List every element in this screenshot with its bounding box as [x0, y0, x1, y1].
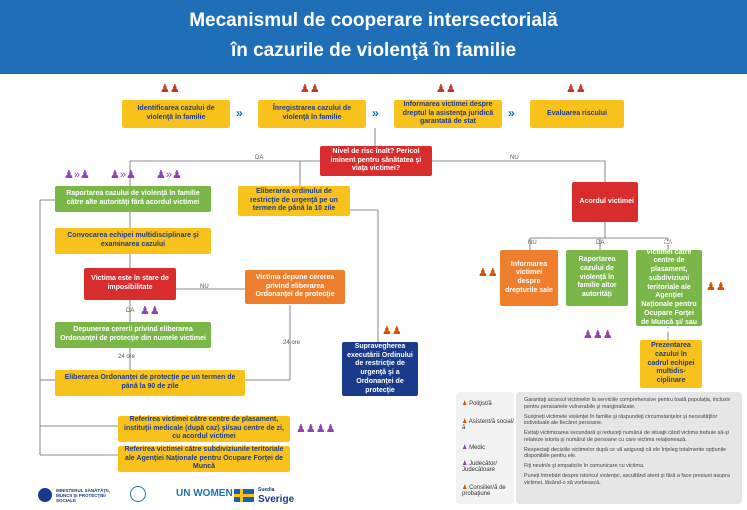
legend-item: ♟ Judecător/ Judecătoare — [462, 460, 514, 473]
box-raportarea: Raportarea cazului de violenţă în famili… — [566, 250, 628, 306]
title-line1: Mecanismul de cooperare intersectorială — [189, 10, 558, 31]
sweden-flag-icon — [234, 489, 254, 502]
label-da2: DA — [126, 308, 135, 314]
label-da: DA — [255, 155, 264, 161]
step-informare: Informarea victimei despre dreptul la as… — [394, 100, 502, 128]
people-icon: ♟♟ — [566, 83, 586, 95]
un-emblem-icon — [130, 486, 146, 502]
legend-label: Asistent/ă social/ă — [462, 419, 514, 431]
notes-panel: Garantaţi accesul victimelor la servicii… — [516, 392, 742, 504]
people-icon: ♟»♟ — [110, 169, 136, 181]
person-icon: ♟ — [462, 485, 468, 491]
people-icon: ♟♟ — [160, 83, 180, 95]
legend-item: ♟ Poliţist/ă — [462, 400, 492, 407]
box-raportare: Raportarea cazului de violenţă în famili… — [55, 186, 211, 212]
note-item: Garantaţi accesul victimelor la servicii… — [524, 397, 731, 410]
note-item: Evitaţi victimizarea secundară şi reduce… — [524, 430, 729, 443]
people-icon: ♟»♟ — [64, 169, 90, 181]
legend-label: Poliţist/ă — [469, 401, 492, 407]
people-icon: ♟♟ — [382, 325, 402, 337]
step-inregistrare: Înregistrarea cazului de violenţă în fam… — [258, 100, 366, 128]
people-icon: ♟♟ — [706, 281, 726, 293]
chevron-icon: » — [236, 106, 243, 120]
note-item: Respectaţi deciziile victimelor după ce … — [524, 446, 726, 460]
person-icon: ♟ — [462, 461, 468, 467]
person-icon: ♟ — [462, 401, 468, 407]
box-acordul: Acordul victimei — [572, 182, 638, 222]
label-da3: DA — [596, 240, 605, 246]
box-referire2: Referirea victimei către subdiviziunile … — [118, 446, 290, 472]
label-nu: NU — [510, 155, 519, 161]
unwomen-logo: UN WOMEN — [176, 488, 233, 499]
label-nu3: NU — [528, 240, 537, 246]
legend-item: ♟ Consilier/ă de probaţiune — [462, 484, 514, 497]
box-referirea: Referirea victimei către centre de plasa… — [636, 240, 702, 334]
person-icon: ♟ — [462, 419, 468, 425]
decision-risk: Nivel de risc înalt? Pericol iminent pen… — [320, 146, 432, 176]
box-prezentarea: Prezentarea cazului în cadrul echipei mu… — [640, 340, 702, 388]
legend-label: Judecător/ Judecătoare — [462, 461, 498, 473]
ministry-logo-text: MINISTERUL SĂNĂTĂŢII, MUNCII ŞI PROTECŢI… — [56, 488, 110, 503]
ministry-logo-icon — [38, 488, 52, 502]
legend-item: ♟ Asistent/ă social/ă — [462, 418, 514, 431]
people-icon: ♟♟ — [140, 305, 160, 317]
label-da4: DA — [664, 240, 673, 246]
box-victima-depune: Victima depune cererea privind eliberare… — [245, 270, 345, 304]
step-evaluare: Evaluarea riscului — [530, 100, 624, 128]
note-item: Susţineţi victimele violenţei în familie… — [524, 413, 718, 427]
label-nu2: NU — [200, 284, 209, 290]
box-convocare: Convocarea echipei multidisciplinare şi … — [55, 228, 211, 254]
title-line2: în cazurile de violenţă în familie — [230, 40, 517, 61]
box-informarea: Informarea victimei despre drepturile sa… — [500, 250, 558, 306]
people-icon: ♟♟ — [436, 83, 456, 95]
step-identificare: Identificarea cazului de violenţă în fam… — [122, 100, 230, 128]
box-depunerea: Depunerea cererii privind eliberarea Ord… — [55, 322, 211, 348]
legend-item: ♟ Medic — [462, 444, 485, 451]
person-icon: ♟ — [462, 445, 468, 451]
people-icon: ♟♟♟♟ — [296, 423, 336, 435]
chevron-icon: » — [372, 106, 379, 120]
chevron-icon: » — [508, 106, 515, 120]
label-24h-b: 24 ore — [283, 340, 301, 346]
sweden-small-label: Suedia — [258, 487, 275, 493]
box-eliberare-urgenta: Eliberarea ordinului de restricţie de ur… — [238, 186, 350, 216]
people-icon: ♟»♟ — [156, 169, 182, 181]
box-supraveghere: Supravegherea executării Ordinului de re… — [342, 342, 418, 396]
label-24h: 24 ore — [118, 354, 136, 360]
box-victima-imposibilitate: Victima este în stare de imposibilitate — [84, 268, 176, 300]
legend: ♟ Poliţist/ă ♟ Asistent/ă social/ă ♟ Med… — [456, 392, 514, 504]
people-icon: ♟♟ — [300, 83, 320, 95]
people-icon: ♟♟♟ — [583, 329, 613, 341]
sweden-label: Sverige — [258, 494, 295, 505]
page-header: Mecanismul de cooperare intersectorială … — [0, 0, 747, 74]
box-eliberarea-90: Eliberarea Ordonanţei de protecţie pe un… — [55, 370, 245, 396]
note-item: Puneţi întrebări despre istoricul violen… — [524, 472, 730, 486]
legend-label: Medic — [469, 445, 486, 451]
box-referire1: Referirea victimei către centre de plasa… — [118, 416, 290, 442]
note-item: Fiţi neutri/e şi empatici/e în comunicar… — [524, 463, 645, 469]
legend-label: Consilier/ă de probaţiune — [462, 485, 506, 497]
people-icon: ♟♟ — [478, 267, 498, 279]
